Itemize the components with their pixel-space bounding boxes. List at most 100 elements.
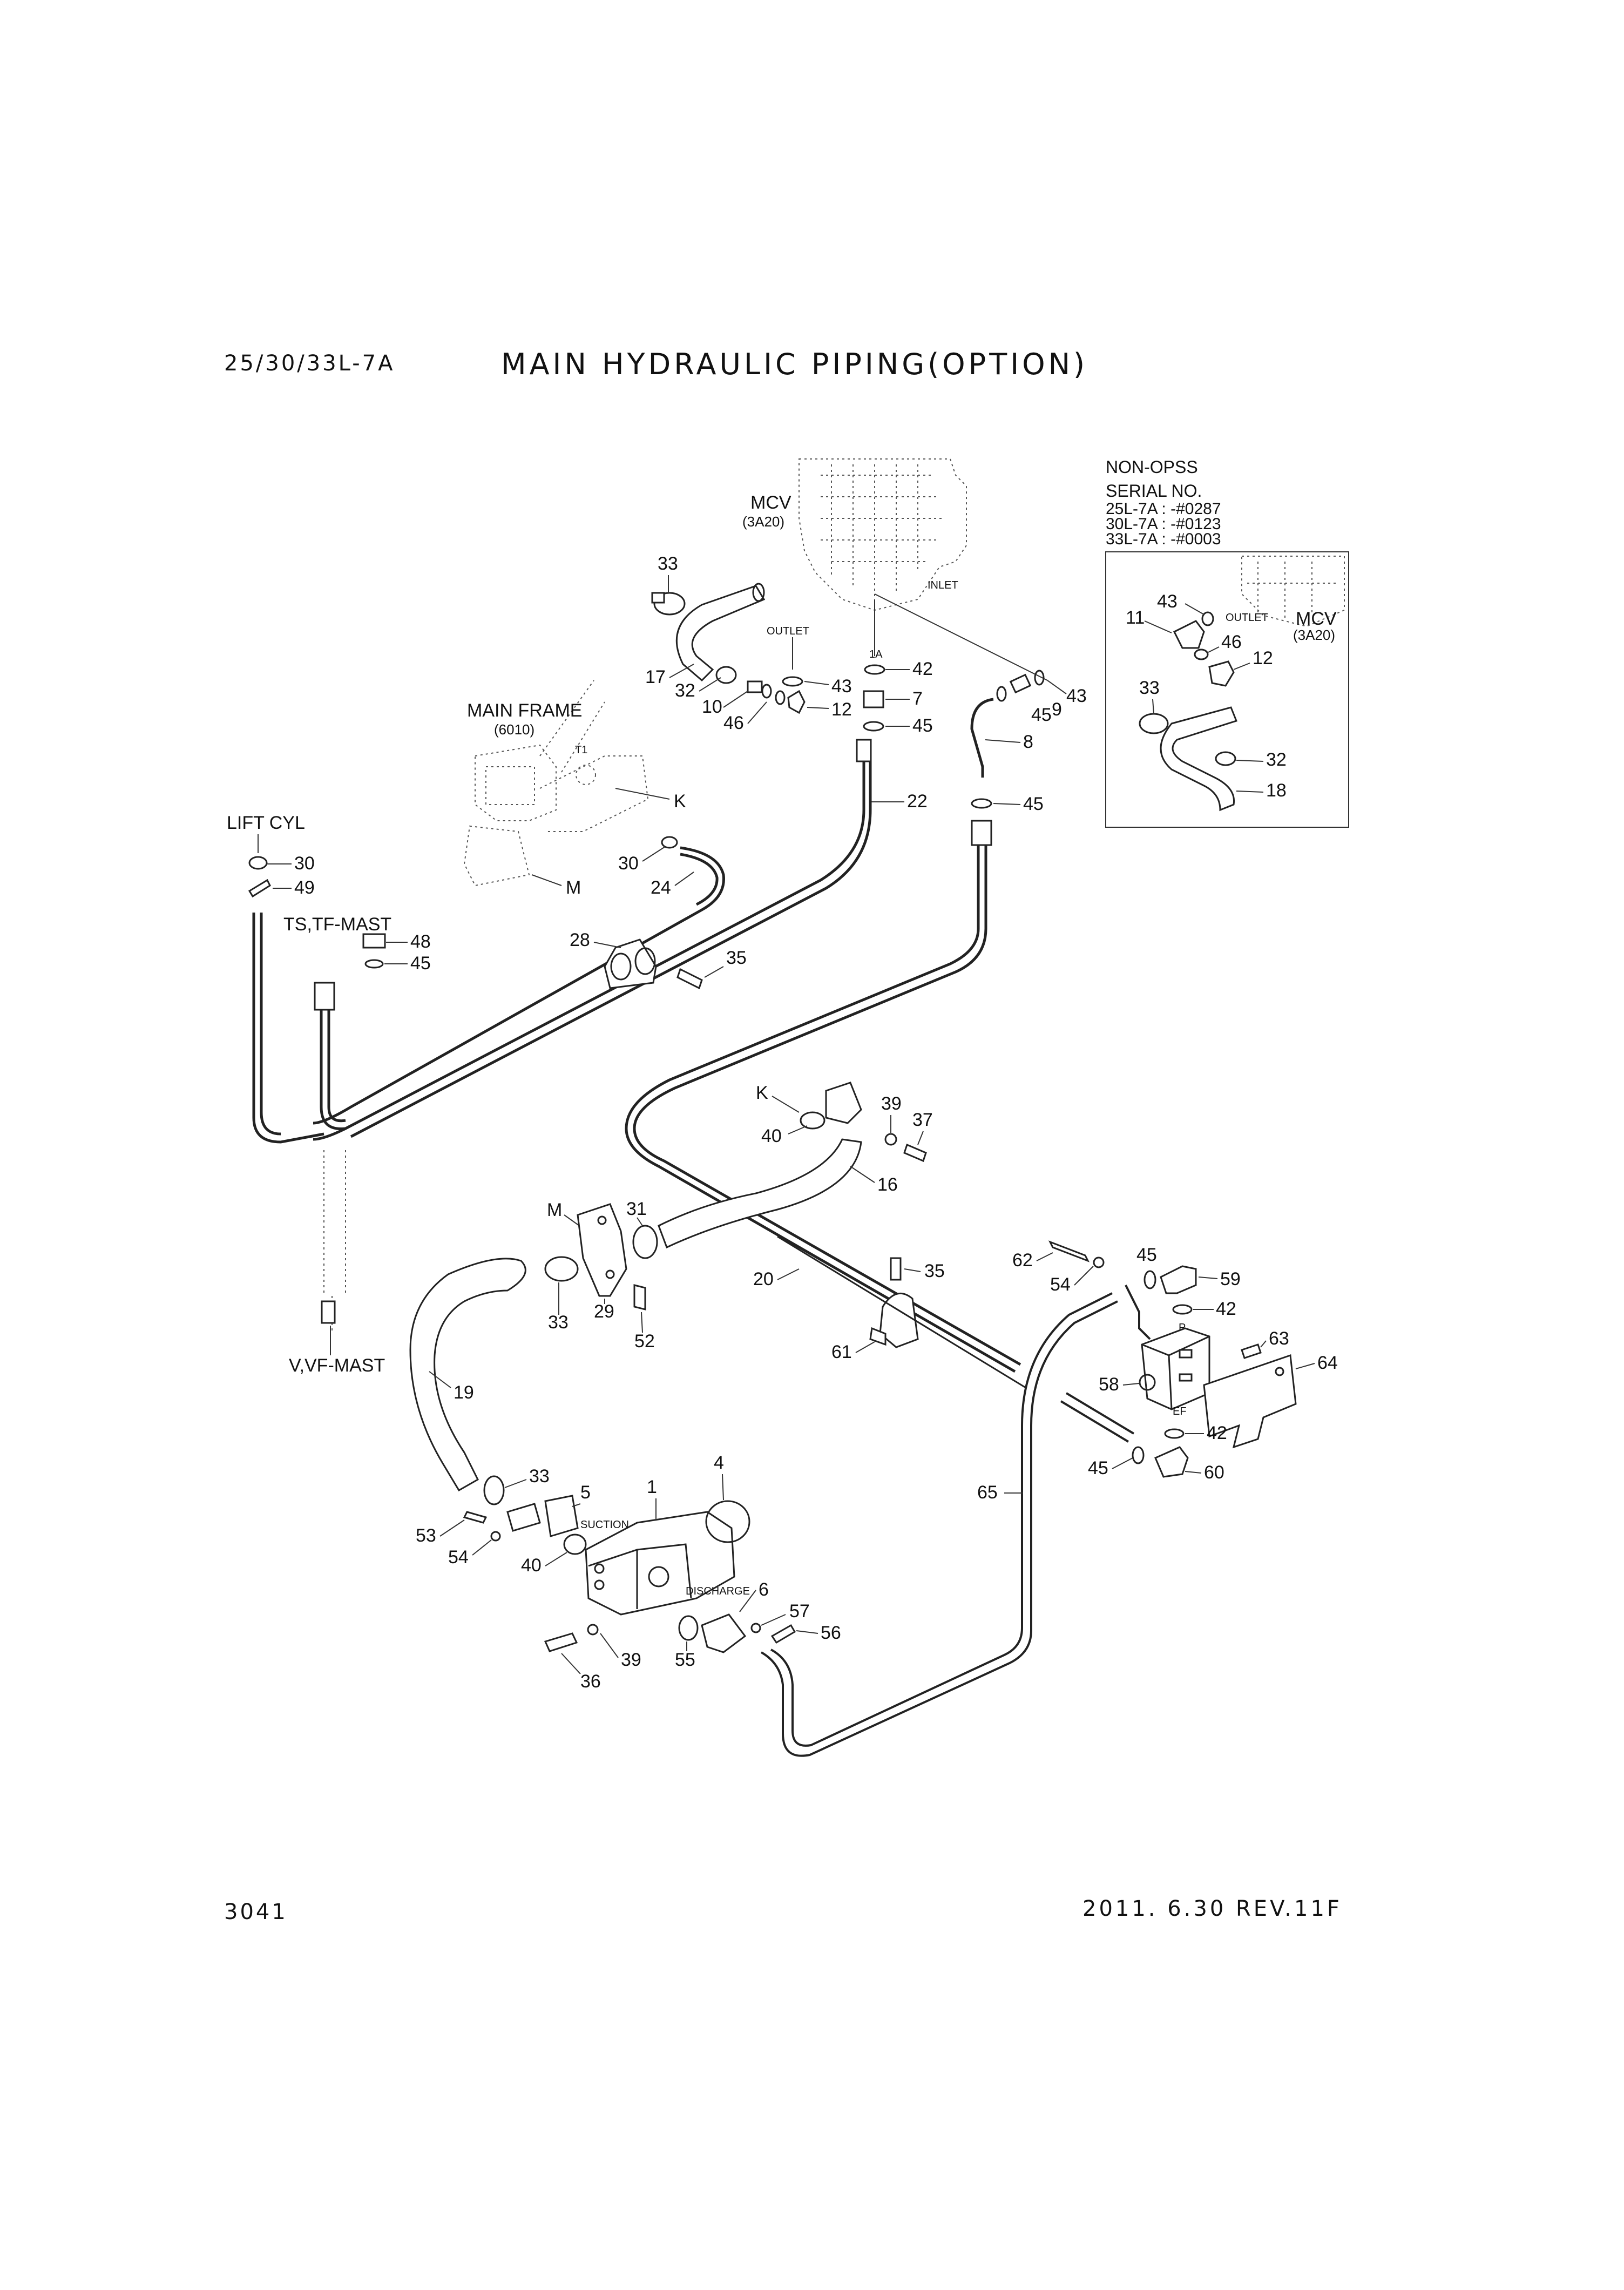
callout-35b: 35	[924, 1261, 945, 1281]
inlet-label: INLET	[928, 579, 958, 591]
inset-hose-18	[1160, 706, 1237, 812]
callout-20: 20	[753, 1269, 774, 1289]
callout-45-v: 45	[1136, 1245, 1157, 1265]
clamp-33-p	[483, 1475, 505, 1505]
callout-33-m: 33	[548, 1312, 569, 1333]
oring-42b-v	[1164, 1428, 1185, 1439]
clamp-30-mf	[661, 836, 678, 849]
inset-outlet-label: OUTLET	[1226, 612, 1268, 624]
washer-57	[750, 1623, 761, 1633]
inset-oring-46	[1194, 649, 1209, 660]
clamp-61	[869, 1293, 919, 1348]
k-label-2: K	[756, 1083, 768, 1103]
hose-end-v-mast	[321, 1300, 336, 1324]
pin-49	[248, 879, 271, 898]
hose-end-22	[856, 739, 872, 762]
bolt-53	[463, 1511, 488, 1524]
ts-tf-mast-label: TS,TF-MAST	[283, 914, 391, 935]
clamp-30-lc	[248, 856, 268, 870]
clamp-33-m	[544, 1256, 579, 1282]
callout-48: 48	[410, 931, 431, 952]
oring-55	[678, 1615, 699, 1641]
callout-42b-v: 42	[1207, 1423, 1227, 1443]
hose-end-top-right	[971, 820, 992, 846]
port-ef-label: EF	[1173, 1406, 1187, 1417]
hose-end-ts	[314, 982, 335, 1011]
callout-16: 16	[877, 1174, 898, 1195]
callout-4: 4	[714, 1453, 724, 1473]
valve-58	[1139, 1327, 1210, 1410]
inset-mcv-label: MCV	[1296, 609, 1337, 629]
callout-45c: 45	[1023, 794, 1044, 814]
v-vf-mast-label: V,VF-MAST	[289, 1355, 385, 1376]
callout-57: 57	[789, 1601, 810, 1622]
serial-25l: 25L-7A : -#0287	[1106, 500, 1221, 518]
washer-39-p	[587, 1624, 599, 1636]
callout-53: 53	[416, 1525, 436, 1546]
page-title: MAIN HYDRAULIC PIPING(OPTION)	[501, 347, 1088, 381]
callout-43b: 43	[1066, 686, 1087, 706]
callout-45-ts: 45	[410, 953, 431, 974]
callout-45: 45	[912, 715, 933, 736]
t1-label: T1	[575, 744, 587, 756]
clamp-31	[632, 1225, 658, 1259]
plug-48	[362, 933, 386, 949]
inset-mcv	[1241, 556, 1345, 627]
callout-40-k: 40	[761, 1126, 782, 1146]
bolt-36	[544, 1632, 578, 1652]
bolt-62	[1048, 1240, 1090, 1262]
washer-39	[884, 1133, 897, 1146]
inset-elbow-11	[1173, 620, 1205, 649]
callout-19: 19	[454, 1382, 474, 1403]
inset-box	[1105, 551, 1349, 828]
callout-28: 28	[570, 930, 590, 950]
oring-42	[864, 664, 885, 675]
callout-33: 33	[658, 553, 678, 574]
adapter-7	[863, 690, 884, 708]
oring-4	[705, 1500, 750, 1543]
model-code: 25/30/33L-7A	[224, 351, 395, 376]
hose-to-58-ef	[1060, 1400, 1129, 1443]
hose-58-p	[1125, 1285, 1151, 1340]
discharge-label: DISCHARGE	[686, 1585, 750, 1597]
oring-45-ts	[364, 959, 384, 969]
callout-52: 52	[634, 1331, 655, 1352]
k-label: K	[674, 791, 686, 812]
callout-33-p: 33	[529, 1466, 550, 1487]
callout-49: 49	[294, 877, 315, 898]
washer-54-v	[1093, 1257, 1105, 1268]
callout-59: 59	[1220, 1269, 1241, 1289]
callout-9: 9	[1052, 699, 1062, 720]
elbow-60	[1154, 1446, 1189, 1478]
m-label: M	[566, 877, 581, 898]
serial-label: SERIAL NO.	[1106, 481, 1202, 501]
oring-45-v	[1143, 1270, 1156, 1289]
bolt-37	[903, 1143, 927, 1163]
callout-43: 43	[831, 676, 852, 697]
inset-oring-32	[1215, 751, 1236, 766]
serial-33l: 33L-7A : -#0003	[1106, 530, 1221, 548]
flange-k	[825, 1082, 862, 1124]
callout-56: 56	[821, 1623, 841, 1643]
callout-10: 10	[702, 697, 722, 717]
callout-45b: 45	[1031, 705, 1052, 725]
washer-54-p	[490, 1531, 501, 1542]
callout-60: 60	[1204, 1462, 1224, 1483]
port-1a-label: 1A	[869, 649, 883, 660]
callout-54-v: 54	[1050, 1274, 1071, 1295]
callout-17: 17	[645, 667, 666, 687]
inset-title: NON-OPSS	[1106, 457, 1198, 477]
hose-16	[658, 1138, 862, 1249]
bolt-56	[770, 1624, 796, 1644]
callout-35: 35	[726, 948, 747, 968]
bracket-64	[1203, 1354, 1297, 1449]
lift-cyl-label: LIFT CYL	[227, 813, 305, 833]
callout-39-k: 39	[881, 1093, 902, 1114]
callout-36: 36	[580, 1671, 601, 1692]
inset-callout-18: 18	[1266, 780, 1287, 801]
pipe-8	[970, 698, 994, 778]
clamp-28	[604, 938, 657, 989]
bolt-52	[633, 1284, 646, 1310]
oring-45	[863, 721, 884, 732]
